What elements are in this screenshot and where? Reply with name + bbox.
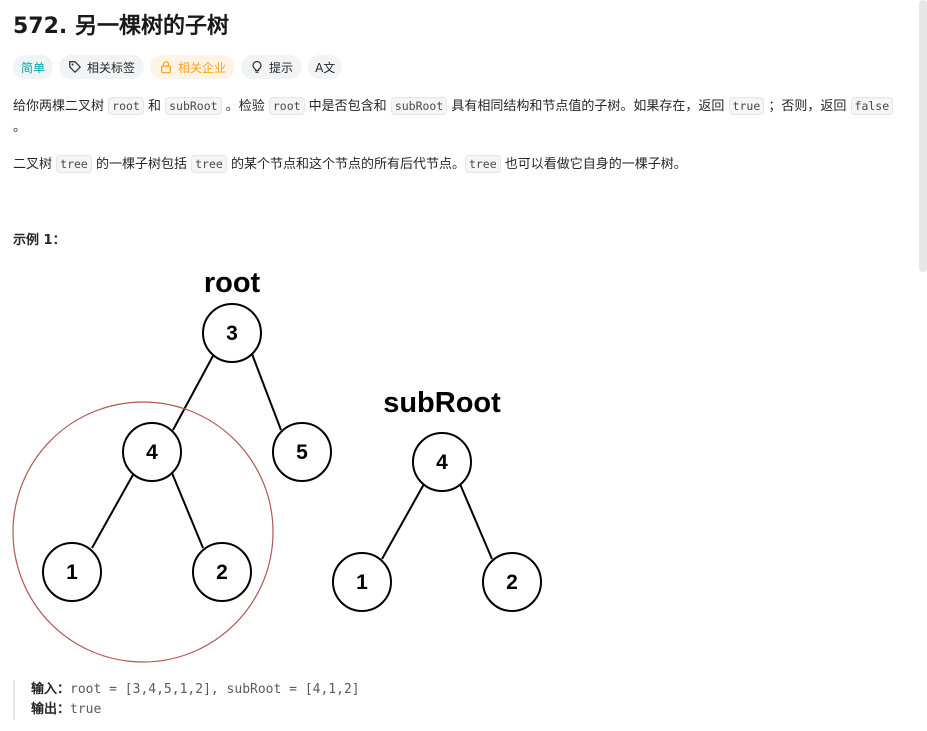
- hint-button[interactable]: 提示: [241, 55, 303, 79]
- text-segment: 也可以看做它自身的一棵子树。: [500, 157, 687, 172]
- output-line: 输出：true: [31, 700, 360, 720]
- text-segment: 。检验: [221, 99, 269, 114]
- example-io-block: 输入：root = [3,4,5,1,2], subRoot = [4,1,2]…: [13, 680, 360, 720]
- subroot-node-value: 1: [356, 571, 368, 594]
- scrollbar[interactable]: [919, 0, 927, 272]
- root-node-circle: [272, 422, 332, 482]
- tree-edge: [459, 483, 493, 560]
- inline-code: tree: [56, 155, 92, 173]
- output-label: 输出：: [31, 702, 71, 717]
- text-segment: 的一棵子树包括: [91, 157, 192, 172]
- related-tags-label: 相关标签: [87, 60, 136, 75]
- inline-code: root: [108, 97, 144, 115]
- lightbulb-icon: [250, 60, 264, 74]
- root-node-circle: [42, 542, 102, 602]
- example-title: 示例 1：: [13, 233, 66, 248]
- root-node-circle: [202, 303, 262, 363]
- example-tree-diagram: 3 4 5 1 2 4 1 2 root subRoot: [12, 267, 542, 663]
- inline-code: tree: [191, 155, 227, 173]
- root-node-value: 5: [296, 441, 308, 464]
- text-segment: ；否则，返回: [764, 99, 851, 114]
- root-node-circle: [192, 542, 252, 602]
- subroot-node-circle: [482, 552, 542, 612]
- related-tags-button[interactable]: 相关标签: [59, 55, 145, 79]
- problem-title: 572. 另一棵树的子树: [13, 14, 229, 39]
- inline-code: subRoot: [165, 97, 222, 115]
- related-companies-label: 相关企业: [178, 60, 227, 75]
- inline-code: subRoot: [390, 97, 448, 115]
- root-node-value: 3: [226, 322, 238, 345]
- translate-button[interactable]: A文: [308, 55, 343, 79]
- text-segment: 具有相同结构和节点值的子树。如果存在，返回: [447, 99, 729, 114]
- input-label: 输入：: [31, 682, 71, 697]
- tree-edge: [171, 472, 204, 549]
- lock-icon: [159, 60, 173, 74]
- difficulty-badge[interactable]: 简单: [13, 55, 54, 79]
- subroot-node-value: 2: [506, 571, 518, 594]
- inline-code: true: [728, 97, 765, 115]
- related-companies-button[interactable]: 相关企业: [150, 55, 236, 79]
- text-segment: 给你两棵二叉树: [13, 99, 109, 114]
- tag-icon: [68, 60, 82, 74]
- tree-edge: [91, 472, 135, 549]
- text-segment: 。: [13, 120, 27, 135]
- output-value: true: [70, 702, 102, 717]
- input-line: 输入：root = [3,4,5,1,2], subRoot = [4,1,2]: [31, 680, 360, 700]
- tree-edge: [172, 353, 215, 431]
- translate-icon: A文: [315, 60, 336, 75]
- description-paragraph-1: 给你两棵二叉树 root 和 subRoot 。检验 root 中是否包含和 s…: [13, 96, 908, 138]
- inline-code: tree: [464, 155, 501, 173]
- tree-edge: [251, 353, 282, 431]
- tree-edge: [381, 483, 425, 560]
- text-segment: 的某个节点和这个节点的所有后代节点。: [226, 157, 465, 172]
- input-value: root = [3,4,5,1,2], subRoot = [4,1,2]: [70, 682, 360, 697]
- subroot-node-value: 4: [436, 451, 448, 474]
- root-node-circle: [122, 422, 182, 482]
- hint-label: 提示: [269, 60, 294, 75]
- subroot-node-circle: [332, 552, 392, 612]
- text-segment: 中是否包含和: [304, 99, 391, 114]
- subroot-label: subRoot: [383, 387, 501, 419]
- inline-code: root: [268, 97, 305, 115]
- root-node-value: 2: [216, 561, 228, 584]
- tag-bar: 简单 相关标签 相关企业 提示 A文: [13, 55, 343, 79]
- root-node-value: 4: [146, 441, 158, 464]
- subroot-node-circle: [412, 432, 472, 492]
- description-paragraph-2: 二叉树 tree 的一棵子树包括 tree 的某个节点和这个节点的所有后代节点。…: [13, 154, 908, 175]
- subtree-highlight-circle: [12, 401, 274, 663]
- text-segment: 和: [143, 99, 166, 114]
- text-segment: 二叉树: [13, 157, 57, 172]
- root-label: root: [204, 267, 261, 299]
- root-node-value: 1: [66, 561, 78, 584]
- inline-code: false: [850, 97, 894, 115]
